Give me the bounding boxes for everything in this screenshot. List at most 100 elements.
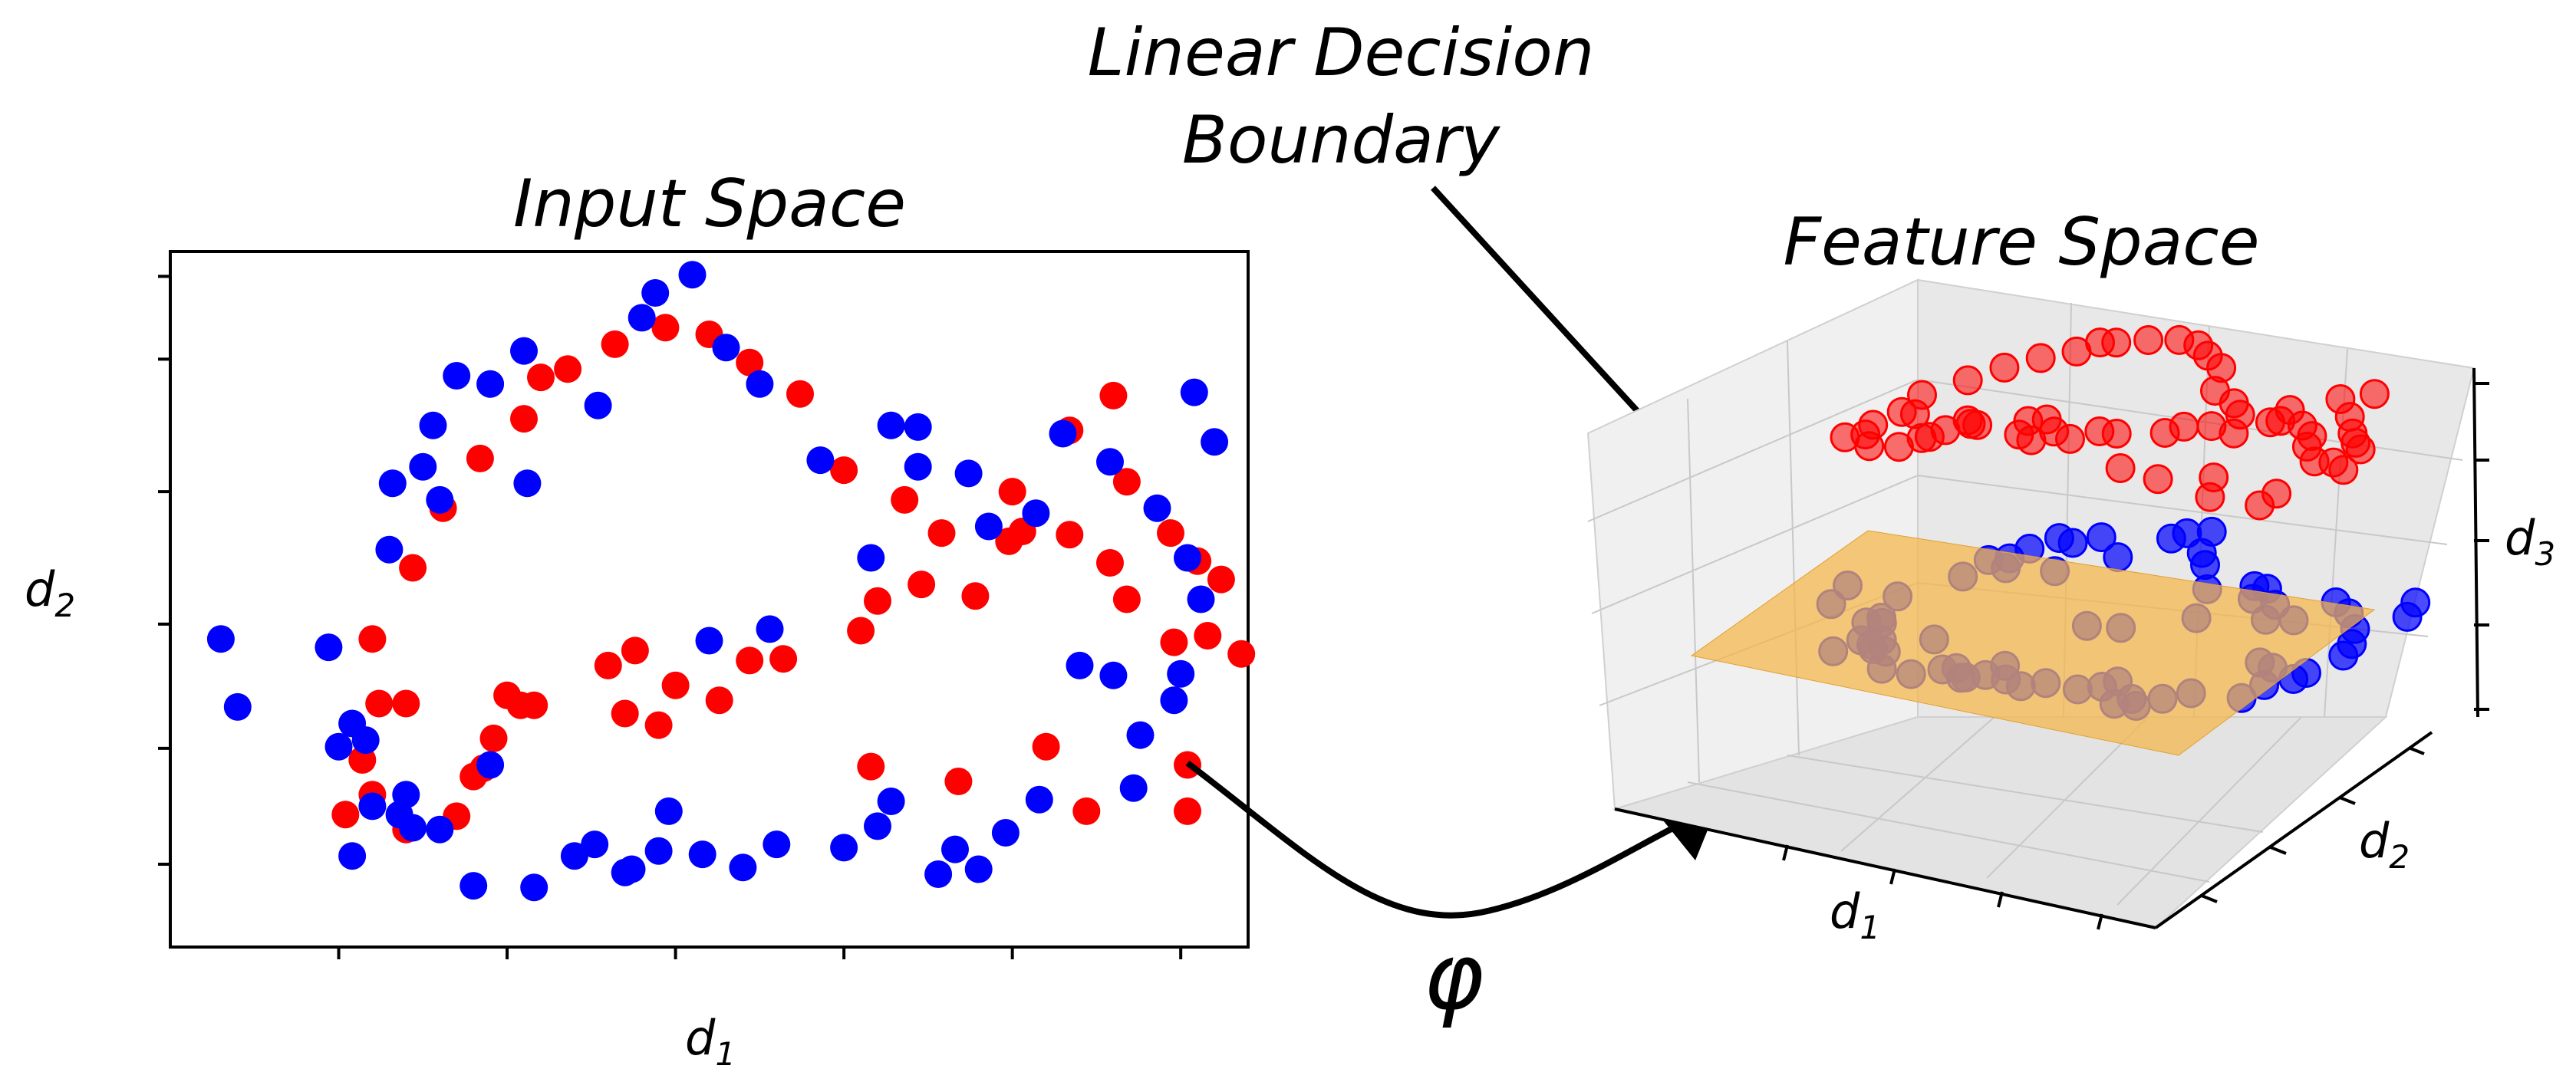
blue-point [712, 334, 740, 362]
feature-space-panel: Feature Space [1586, 204, 2555, 946]
blue-point [476, 370, 505, 398]
blue-point [857, 544, 885, 572]
red-point [510, 405, 538, 433]
red-point [399, 554, 427, 582]
blue-point [443, 362, 471, 390]
red-point [769, 645, 798, 673]
feature-red-point [1955, 409, 1986, 439]
red-point [1032, 732, 1060, 761]
input-space-ylabel: d2 [25, 561, 75, 624]
blue-point [510, 337, 538, 365]
red-point [961, 582, 990, 610]
red-point [891, 485, 919, 514]
red-point [644, 711, 673, 739]
blue-point [520, 873, 548, 902]
red-point [830, 456, 858, 485]
feature-red-point [1886, 396, 1917, 427]
feature-space-red-points [1830, 324, 2390, 521]
red-point [1227, 640, 1256, 668]
feature-space-axis-ticks [1782, 382, 2489, 930]
blue-point [644, 837, 673, 865]
red-point [601, 330, 629, 358]
red-point [358, 625, 387, 653]
blue-point [1126, 721, 1155, 749]
red-point [998, 478, 1026, 506]
blue-point [338, 842, 367, 870]
red-point [736, 646, 764, 675]
blue-point [964, 855, 993, 883]
blue-point [324, 732, 353, 761]
blue-point [695, 627, 723, 655]
blue-point [877, 788, 905, 815]
blue-point [1167, 659, 1195, 688]
blue-point [375, 535, 404, 564]
mapping-arrow-curve [1185, 760, 1689, 919]
blue-point [358, 792, 387, 821]
input-space-xlabel: d1 [685, 1010, 736, 1073]
red-point [1099, 381, 1128, 409]
input-space-axes-frame [169, 250, 1250, 949]
red-point [1072, 797, 1101, 825]
blue-point [584, 391, 612, 419]
feature-space-title: Feature Space [1784, 204, 2260, 281]
feature-blue-point [2057, 528, 2088, 558]
feature-red-point [1907, 380, 1937, 410]
feature-blue-point [2392, 601, 2423, 632]
blue-point [746, 370, 774, 398]
blue-point [830, 834, 858, 862]
red-point [651, 314, 680, 342]
blue-point [476, 751, 505, 779]
blue-point [223, 692, 252, 721]
red-point [479, 724, 508, 752]
feature-red-point [1854, 431, 1885, 462]
blue-point [426, 815, 454, 844]
red-point [927, 519, 956, 548]
red-point [331, 801, 360, 829]
blue-point [206, 625, 235, 653]
blue-point [338, 709, 367, 738]
feature-blue-point [2328, 640, 2359, 671]
feature-red-point [2143, 464, 2173, 495]
red-point [594, 651, 622, 679]
linear-decision-plane [1690, 530, 2376, 756]
blue-point [315, 633, 343, 662]
feature-red-point [2328, 455, 2359, 485]
feature-red-point [2133, 325, 2164, 355]
feature-axis-d3-label: d3 [2505, 510, 2555, 573]
blue-point [954, 459, 983, 488]
red-point [1157, 519, 1184, 548]
red-point [611, 699, 639, 728]
red-point [1207, 565, 1235, 594]
blue-point [729, 853, 757, 882]
red-point [466, 444, 494, 472]
blue-point [756, 615, 784, 643]
blue-point [991, 819, 1020, 847]
feature-red-point [2265, 406, 2296, 436]
blue-point [1025, 785, 1053, 814]
feature-red-point [2245, 490, 2275, 521]
blue-point [654, 797, 683, 825]
blue-point [1099, 661, 1128, 689]
red-point [554, 355, 582, 383]
feature-red-point [2055, 423, 2085, 454]
red-point [857, 752, 885, 781]
blue-point [877, 411, 905, 439]
blue-point [1049, 419, 1077, 448]
blue-point [904, 413, 932, 441]
blue-point [1187, 585, 1215, 613]
blue-point [409, 452, 437, 481]
feature-red-point [2101, 419, 2132, 449]
blue-point [460, 872, 488, 900]
phi-symbol: φ [1423, 924, 1484, 1031]
feature-red-point [1952, 365, 1983, 396]
blue-point [763, 830, 791, 859]
red-point [506, 691, 535, 719]
red-point [908, 571, 936, 599]
blue-point [904, 452, 932, 481]
blue-point [560, 842, 588, 870]
blue-point [513, 469, 542, 498]
feature-axis-d1-label: d1 [1830, 883, 1880, 946]
input-space-red-points [331, 314, 1256, 844]
blue-point [1160, 686, 1188, 715]
